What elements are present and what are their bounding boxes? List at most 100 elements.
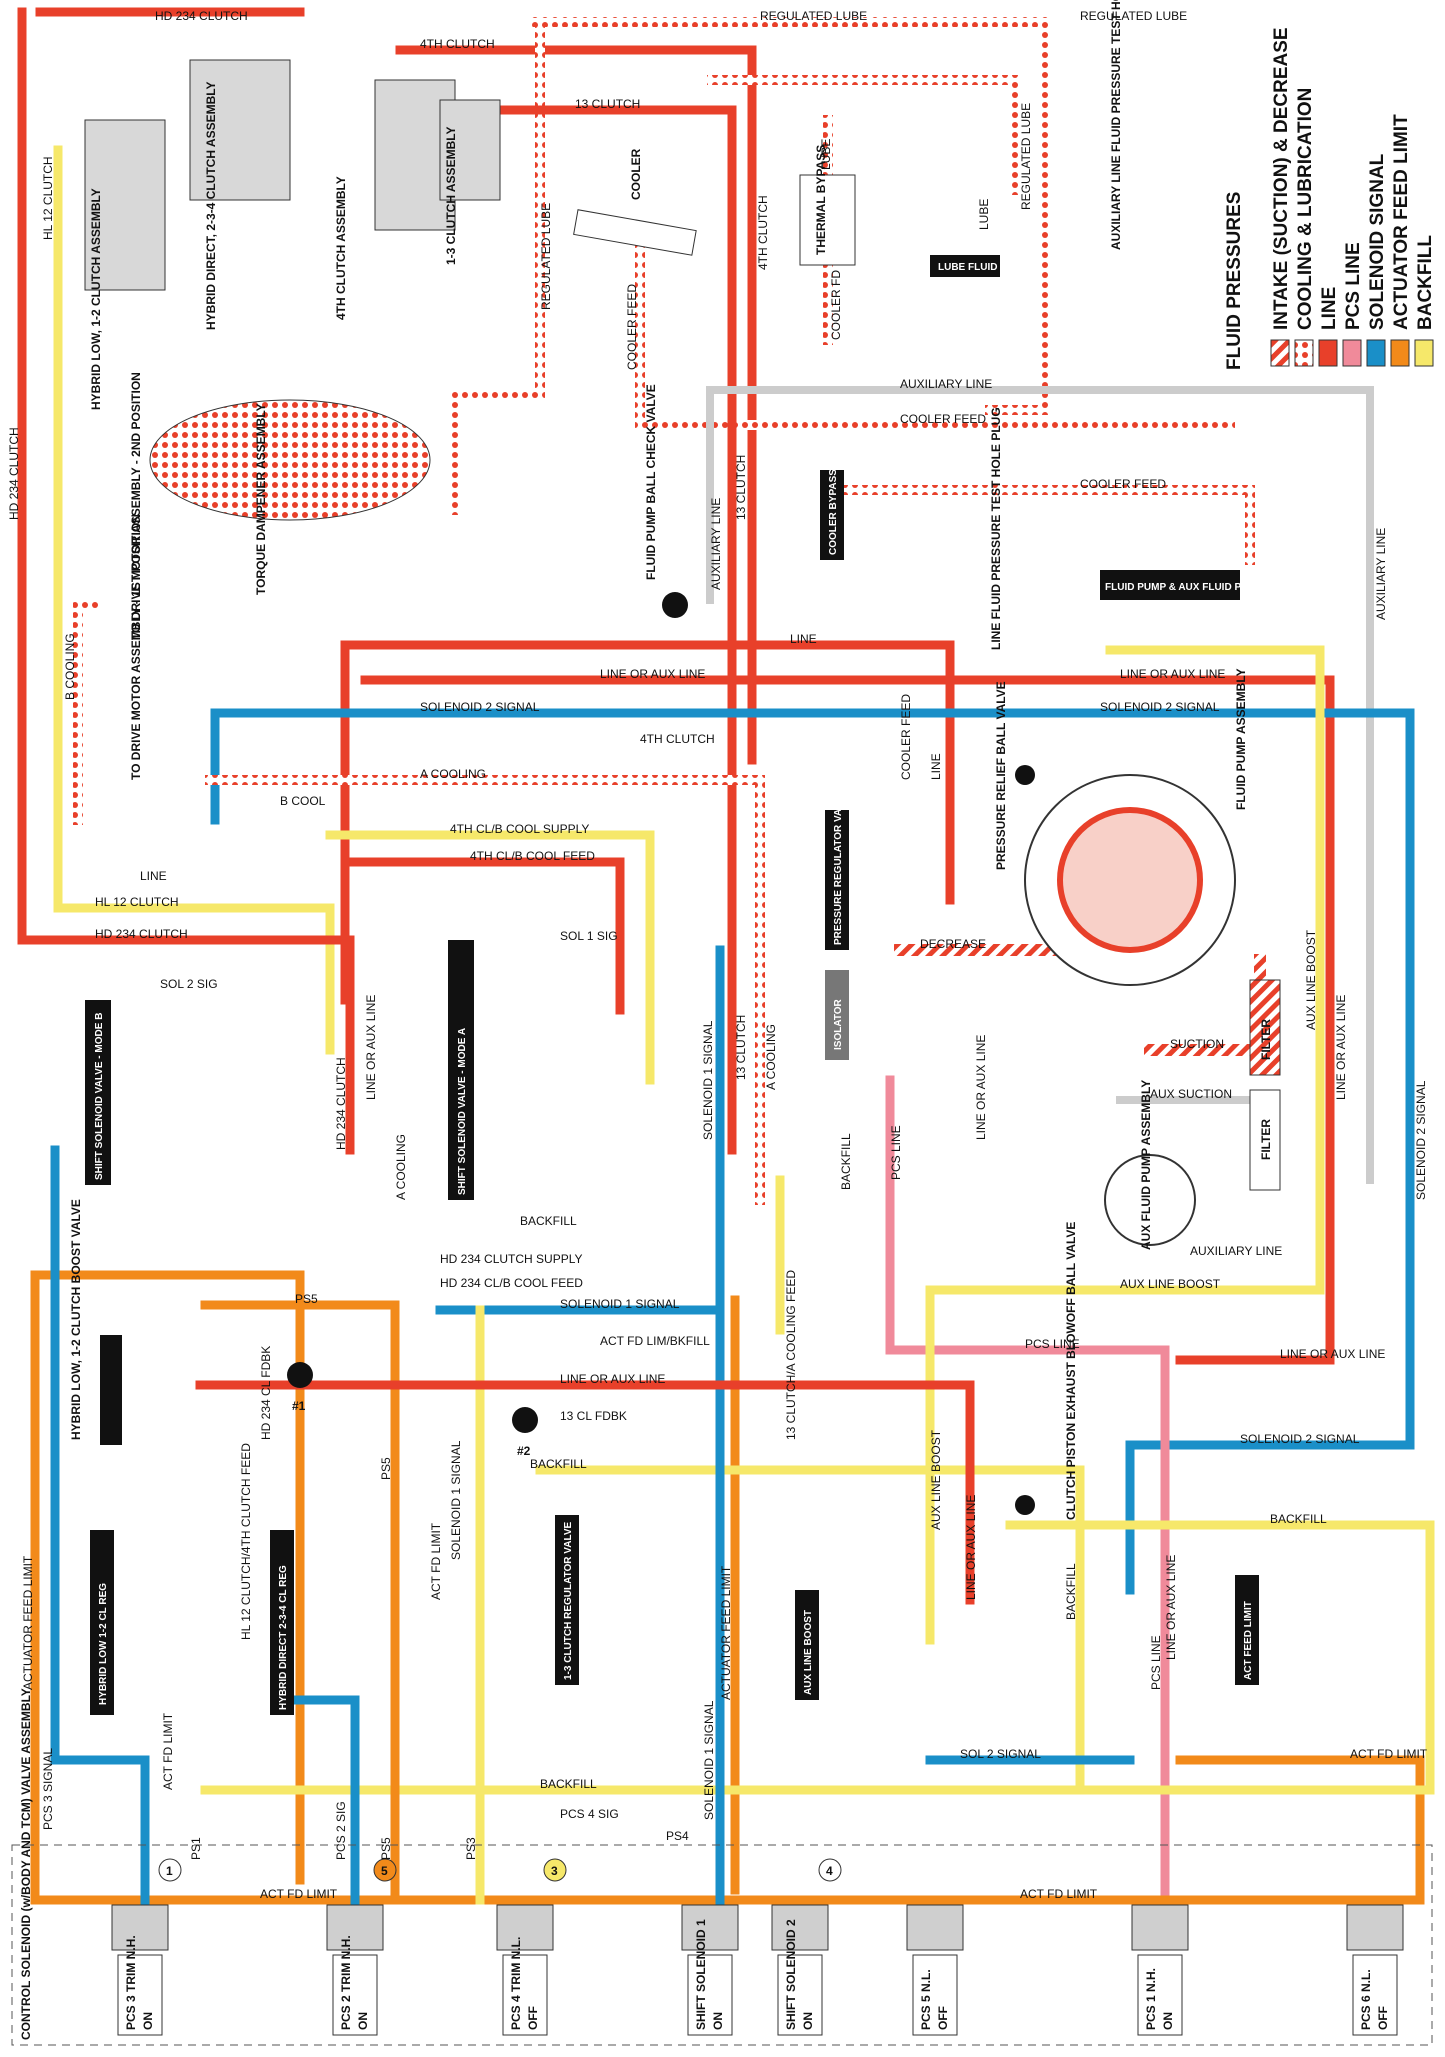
mode-a-valve bbox=[448, 940, 474, 1200]
lbl-hd234-top: HD 234 CLUTCH bbox=[155, 9, 248, 23]
lbl-hl12-vert: HL 12 CLUTCH bbox=[41, 156, 55, 240]
cool-feed-passage bbox=[345, 857, 625, 1015]
lbl-13-cooling-vert: 13 CLUTCH/A COOLING FEED bbox=[784, 1270, 798, 1440]
solenoid-name: PCS 3 TRIM N.H. bbox=[124, 1935, 138, 2030]
aux-line-boost-valve bbox=[795, 1590, 819, 1700]
lbl-lube-vert: LUBE bbox=[819, 139, 833, 170]
components bbox=[11, 59, 1433, 2046]
lbl-aux-line-boost-vert-2: AUX LINE BOOST bbox=[929, 1429, 943, 1530]
act-feed-limit-valve bbox=[1235, 1575, 1259, 1685]
lbl-aux-line-vert: AUXILIARY LINE bbox=[709, 498, 723, 590]
solenoid-state: ON bbox=[1161, 2012, 1175, 2030]
lbl-aux-line-plug: AUXILIARY LINE FLUID PRESSURE TEST HOLE … bbox=[1109, 0, 1123, 250]
lbl-aux-pump: AUX FLUID PUMP ASSEMBLY bbox=[1139, 1080, 1153, 1250]
lbl-pcs4-sig: PCS 4 SIG bbox=[560, 1807, 619, 1821]
check-balls bbox=[287, 592, 1035, 1515]
hd234-clutch-passage bbox=[17, 7, 305, 945]
legend-label: COOLING & LUBRICATION bbox=[1295, 88, 1316, 330]
solenoid-number: 1 bbox=[166, 1864, 173, 1878]
lbl-pcs-line: PCS LINE bbox=[1025, 1337, 1080, 1351]
solenoid-body bbox=[1346, 1904, 1404, 1951]
legend-swatch bbox=[1390, 339, 1410, 367]
aux-filter-shape bbox=[1249, 1089, 1281, 1191]
solenoid-base bbox=[1137, 1954, 1183, 2036]
lbl-regulated-lube-vert-2: REGULATED LUBE bbox=[1019, 103, 1033, 210]
lbl-cooler-feed-1: COOLER FEED bbox=[900, 412, 986, 426]
lbl-4th-clutch-vert: 4TH CLUTCH bbox=[756, 195, 770, 270]
lbl-backfill-vert: BACKFILL bbox=[839, 1133, 853, 1190]
aux-line-boost-passage bbox=[925, 645, 1325, 1645]
ps5-passage bbox=[200, 1300, 400, 1905]
lbl-line-or-aux-vert-5: LINE OR AUX LINE bbox=[364, 995, 378, 1100]
solenoid-state: ON bbox=[356, 2012, 370, 2030]
lbl-line-left: LINE bbox=[140, 869, 167, 883]
isolator-valve bbox=[825, 970, 849, 1060]
lbl-cooler-fd-vert: COOLER FD bbox=[829, 270, 843, 340]
lbl-hd234-vert-2: HD 234 CLUTCH bbox=[334, 1057, 348, 1150]
lbl-drive-motor-1st: TO DRIVE MOTOR ASSEMBLY - 1ST POSITION bbox=[129, 514, 143, 780]
solenoid-state: ON bbox=[801, 2012, 815, 2030]
lbl-pcs-line-vert-2: PCS LINE bbox=[1149, 1635, 1163, 1690]
lbl-sol1-signal-vert: SOLENOID 1 SIGNAL bbox=[449, 1440, 463, 1560]
check-ball-1 bbox=[287, 1362, 313, 1388]
lbl-13-cl-fdbk: 13 CL FDBK bbox=[560, 1409, 627, 1423]
lbl-line-or-aux-vert-2: LINE OR AUX LINE bbox=[974, 1035, 988, 1140]
lbl-decrease: DECREASE bbox=[920, 937, 986, 951]
lbl-aux-filter: FILTER bbox=[1259, 1119, 1273, 1160]
lbl-backfill-2: BACKFILL bbox=[530, 1457, 587, 1471]
lube-reg-valve bbox=[930, 255, 1000, 277]
solenoid-base bbox=[687, 1954, 733, 2036]
lbl-b-cool: B COOL bbox=[280, 794, 326, 808]
cl13-clutch-shape bbox=[439, 99, 501, 201]
cl13-reg-valve bbox=[555, 1515, 579, 1685]
solenoid-name: SHIFT SOLENOID 1 bbox=[694, 1919, 708, 2030]
cooler-feed-passage-2 bbox=[823, 115, 1255, 565]
solenoid-body bbox=[496, 1904, 554, 1951]
lbl-ps3-vert: PS3 bbox=[464, 1837, 478, 1860]
legend-label: LINE bbox=[1319, 287, 1340, 330]
cooler-shape bbox=[573, 209, 697, 256]
lbl-hl12-4th-vert: HL 12 CLUTCH/4TH CLUTCH FEED bbox=[239, 1443, 253, 1640]
solenoid-state: ON bbox=[141, 2012, 155, 2030]
solenoid-number-badge bbox=[158, 1858, 182, 1882]
lbl-regulated-lube-1: REGULATED LUBE bbox=[760, 9, 867, 23]
lbl-cooler-feed-2: COOLER FEED bbox=[1080, 477, 1166, 491]
lbl-backfill-vert-2: BACKFILL bbox=[1064, 1563, 1078, 1620]
lbl-aux-line-1: AUXILIARY LINE bbox=[900, 377, 992, 391]
lbl-cool-supply: 4TH CL/B COOL SUPPLY bbox=[450, 822, 589, 836]
mode-b-valve bbox=[85, 1000, 111, 1185]
lbl-aux-line-boost-vert: AUX LINE BOOST bbox=[1304, 929, 1318, 1030]
solenoid-base bbox=[332, 1954, 378, 2036]
line-or-aux-passage bbox=[360, 675, 1335, 1365]
lbl-ps5-vert-2: PS5 bbox=[379, 1837, 393, 1860]
solenoid-number-badge bbox=[543, 1858, 567, 1882]
lbl-pcs2-sig-vert: PCS 2 SIG bbox=[334, 1801, 348, 1860]
boost-valve bbox=[100, 1335, 122, 1445]
a-cooling-passage bbox=[205, 775, 765, 1205]
valves bbox=[85, 255, 1259, 1715]
lbl-backfill-4: BACKFILL bbox=[540, 1777, 597, 1791]
solenoid-number: 5 bbox=[381, 1864, 388, 1878]
solenoid-body bbox=[326, 1904, 384, 1951]
lbl-act-fd-limit-vert: ACT FD LIMIT bbox=[429, 1522, 443, 1600]
lbl-line-or-aux-3: LINE OR AUX LINE bbox=[1280, 1347, 1385, 1361]
lbl-hybrid-direct: HYBRID DIRECT, 2-3-4 CLUTCH ASSEMBLY bbox=[204, 82, 218, 330]
lbl-13-clutch-top: 13 CLUTCH bbox=[575, 97, 640, 111]
solenoid-name: PCS 2 TRIM N.H. bbox=[339, 1935, 353, 2030]
aux-line-passage bbox=[706, 386, 1374, 1184]
vlbl-pressure-reg: PRESSURE REGULATOR VALVE bbox=[833, 790, 844, 945]
solenoid2-signal-passage bbox=[210, 708, 1415, 1595]
b-cooling-passage bbox=[73, 600, 100, 825]
lbl-13-clutch-vert: 13 CLUTCH bbox=[734, 455, 748, 520]
legend-label: BACKFILL bbox=[1415, 235, 1436, 330]
hd234-mid-passage bbox=[200, 935, 355, 1155]
solenoid-number: 3 bbox=[551, 1864, 558, 1878]
check-ball-2-label: #2 bbox=[517, 1444, 531, 1458]
act-fd-limit-passage bbox=[30, 1270, 1425, 1905]
legend-swatch bbox=[1414, 339, 1434, 367]
lbl-sol2-signal-2: SOLENOID 2 SIGNAL bbox=[1100, 700, 1220, 714]
component-labels: HYBRID LOW, 1-2 CLUTCH ASSEMBLY HYBRID D… bbox=[19, 0, 1273, 2040]
lbl-solenoid2-vert: SOLENOID 2 SIGNAL bbox=[1414, 1080, 1428, 1200]
lbl-hd234-mid: HD 234 CLUTCH bbox=[95, 927, 188, 941]
